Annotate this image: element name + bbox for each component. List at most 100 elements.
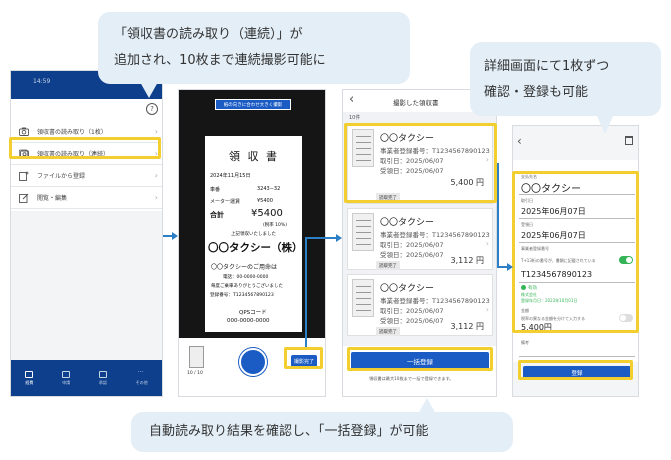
receipt-received: 上記領収いたしました xyxy=(231,232,276,237)
status-time: 14:59 xyxy=(33,78,51,85)
read-complete-badge: 読取完了 xyxy=(376,193,400,202)
callout-bottom-text: 自動読み取り結果を確認し、「一括登録」が可能 xyxy=(149,424,429,439)
card-amount: 3,112 円 xyxy=(450,256,484,265)
receipt-thumbnail xyxy=(352,213,374,251)
highlight-finish-button xyxy=(284,347,323,369)
received-date-label: 受領日 xyxy=(521,222,533,227)
tab-more[interactable]: ···その他 xyxy=(136,368,148,386)
trade-date-value[interactable]: 2025年06月07日 xyxy=(521,207,586,216)
register-button[interactable]: 登録 xyxy=(523,366,631,380)
tab-apply[interactable]: 申請 xyxy=(62,370,71,386)
receipt-card[interactable]: 〇〇タクシー 事業者登録番号：T1234567890123 取引日：2025/0… xyxy=(347,274,493,336)
card-trade-date: 取引日：2025/06/07 xyxy=(380,157,444,165)
chevron-right-icon: › xyxy=(485,155,489,164)
arrow-head-1 xyxy=(172,232,178,240)
received-date-value[interactable]: 2025年06月07日 xyxy=(521,231,586,240)
finish-shooting-button[interactable]: 撮影完了 xyxy=(291,355,317,367)
badge-label: 読取完了 xyxy=(379,263,397,269)
screen-captured-list: ‹ 撮影した領収書 10件 〇〇タクシー 事業者登録番号：T1234567890… xyxy=(342,89,497,397)
card-regno: 事業者登録番号：T1234567890123 xyxy=(380,297,490,305)
receipt-car-label: 車番 xyxy=(210,187,221,193)
receipt-card[interactable]: 〇〇タクシー 事業者登録番号：T1234567890123 取引日：2025/0… xyxy=(347,124,493,204)
memo-label: 備考 xyxy=(521,340,529,345)
card-trade-date: 取引日：2025/06/07 xyxy=(380,241,444,249)
store-name-value[interactable]: 〇〇タクシー xyxy=(521,184,581,195)
tab-label: 申請 xyxy=(62,379,71,385)
menu-item-scan-single[interactable]: 領収書の読み取り（1枚） › xyxy=(11,121,162,143)
card-regno: 事業者登録番号：T1234567890123 xyxy=(380,231,490,239)
read-complete-badge: 読取完了 xyxy=(376,261,400,270)
shutter-button[interactable] xyxy=(239,348,267,376)
valid-label: 有効 xyxy=(528,286,537,291)
bulk-register-button[interactable]: 一括登録 xyxy=(351,352,489,370)
amount-toggle[interactable] xyxy=(619,314,633,322)
detail-header: ‹ xyxy=(513,126,638,160)
finish-shooting-label: 撮影完了 xyxy=(293,358,314,365)
amount-label: 金額 xyxy=(521,308,529,313)
card-regno: 事業者登録番号：T1234567890123 xyxy=(380,147,490,155)
card-received-date: 受領日：2025/06/07 xyxy=(380,251,444,259)
receipt-title: 領 収 書 xyxy=(229,150,279,163)
tab-label: 経費 xyxy=(25,379,34,385)
camera-guide: 紙の向きに合わせ大きく撮影 xyxy=(215,99,291,110)
card-trade-date: 取引日：2025/06/07 xyxy=(380,307,444,315)
regno-toggle[interactable] xyxy=(619,256,633,264)
callout-top-line2: 追加され、10枚まで連続撮影可能に xyxy=(114,53,326,68)
callout-right: 詳細画面にて1枚ずつ 確認・登録も可能 xyxy=(470,42,661,116)
back-icon[interactable]: ‹ xyxy=(349,92,355,107)
file-add-icon xyxy=(19,171,29,181)
divider xyxy=(519,242,635,243)
highlight-first-card xyxy=(344,123,497,203)
receipt-total-label: 合計 xyxy=(210,211,224,219)
bulk-note: 領収書は最大10枚まで一括で登録できます。 xyxy=(369,376,454,381)
arrow-2 xyxy=(305,237,307,347)
company-date: 登録年月日：2023年10月01日 xyxy=(521,298,578,303)
callout-top: 「領収書の読み取り（連続）」が 追加され、10枚まで連続撮影可能に xyxy=(98,12,410,84)
chevron-right-icon: › xyxy=(154,127,158,136)
menu-item-file-register[interactable]: ファイルから登録 › xyxy=(11,165,162,187)
list-header: ‹ 撮影した領収書 xyxy=(343,90,496,112)
register-label: 登録 xyxy=(571,371,583,377)
tab-bar: 経費 申請 承認 ···その他 xyxy=(11,360,162,396)
highlight-detail-fields xyxy=(512,171,639,333)
menu-item-view-edit[interactable]: 閲覧・編集 › xyxy=(11,187,162,209)
divider xyxy=(519,356,635,357)
trash-icon[interactable] xyxy=(625,136,633,145)
regno-toggle-label: T+13桁の番号が、書類に記載されている xyxy=(521,258,596,263)
more-tab-icon: ··· xyxy=(137,368,144,376)
screen-camera: 紙の向きに合わせ大きく撮影 領 収 書 2024年11月15日 車番 3243−… xyxy=(178,89,326,397)
last-shot-thumbnail[interactable] xyxy=(189,346,204,368)
receipt-regno: 登録番号：T1234567890123 xyxy=(210,293,274,298)
receipt-qr-code: 000-0000-0000 xyxy=(227,318,270,324)
receipt-thumbnail xyxy=(352,129,374,167)
back-icon[interactable]: ‹ xyxy=(517,134,522,148)
camera-guide-text: 紙の向きに合わせ大きく撮影 xyxy=(223,102,283,108)
bulk-register-label: 一括登録 xyxy=(407,358,433,366)
company-name: 株式会社 xyxy=(521,292,537,297)
badge-label: 読取完了 xyxy=(379,329,397,335)
receipt-card[interactable]: 〇〇タクシー 事業者登録番号：T1234567890123 取引日：2025/0… xyxy=(347,208,493,270)
menu-item-label: 領収書の読み取り（連続） xyxy=(37,151,110,158)
tab-label: 承認 xyxy=(98,379,107,385)
expense-tab-icon xyxy=(25,370,34,378)
list-count: 10件 xyxy=(349,115,361,121)
menu-item-label: 閲覧・編集 xyxy=(37,195,68,202)
callout-top-tail xyxy=(140,82,158,98)
card-received-date: 受領日：2025/06/07 xyxy=(380,167,444,175)
receipt-car-value: 3243−32 xyxy=(257,186,281,192)
shot-counter: 10 / 10 xyxy=(187,371,203,376)
divider xyxy=(519,194,635,195)
arrow-head-2 xyxy=(336,234,342,242)
amount-value[interactable]: 5,400円 xyxy=(521,323,552,332)
tab-approve[interactable]: 承認 xyxy=(98,370,107,386)
callout-right-line1: 詳細画面にて1枚ずつ xyxy=(484,59,610,74)
chevron-right-icon: › xyxy=(154,193,158,202)
chevron-right-icon: › xyxy=(154,149,158,158)
regno-value[interactable]: T1234567890123 xyxy=(521,270,593,279)
callout-top-line1: 「領収書の読み取り（連続）」が xyxy=(114,27,303,42)
receipt-tax: (税率 10%) xyxy=(263,223,287,228)
help-icon[interactable]: ? xyxy=(146,103,158,115)
chevron-right-icon: › xyxy=(485,239,489,248)
tab-expense[interactable]: 経費 xyxy=(25,370,34,386)
list-footer: 一括登録 領収書は最大10枚まで一括で登録できます。 xyxy=(343,346,496,396)
